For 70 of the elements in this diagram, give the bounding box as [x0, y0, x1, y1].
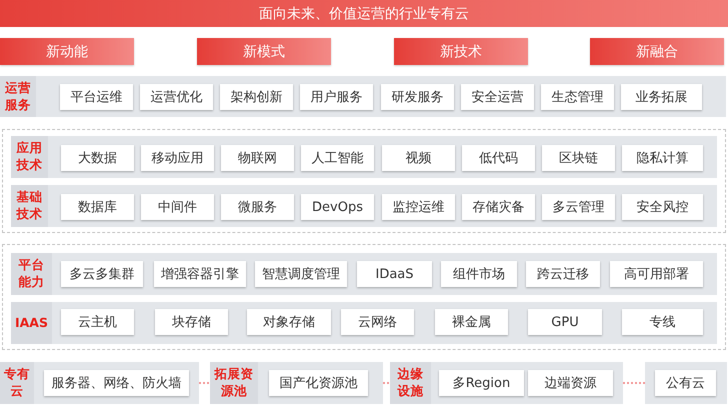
layer-band [0, 76, 726, 117]
capability-tile: 块存储 [155, 309, 228, 335]
capability-tile: 边端资源 [528, 370, 613, 396]
capability-tile: 低代码 [462, 145, 535, 171]
capability-tile: 人工智能 [301, 145, 374, 171]
dotted-connector [383, 382, 390, 384]
capability-tile: 存储灾备 [462, 194, 535, 220]
resource-group [645, 362, 727, 404]
capability-tile: IDaaS [357, 261, 432, 287]
capability-tile: 云主机 [61, 309, 134, 335]
capability-tile: 公有云 [655, 370, 716, 396]
capability-tile: 大数据 [61, 145, 134, 171]
layer-band [11, 253, 717, 295]
dotted-connector [199, 382, 210, 384]
capability-tile: 中间件 [141, 194, 214, 220]
capability-tile: 组件市场 [441, 261, 517, 287]
layer-label: 基础技术 [11, 185, 48, 227]
layer-band [11, 136, 717, 178]
layer-label: 边缘设施 [390, 362, 431, 404]
capability-tile: GPU [528, 309, 602, 335]
resource-group [390, 362, 623, 404]
capability-tile: 微服务 [221, 194, 294, 220]
capability-tile: 国产化资源池 [269, 370, 368, 396]
layer-label: 运营服务 [0, 76, 36, 117]
capability-tile: 业务拓展 [621, 84, 702, 110]
dashed-frame [2, 129, 726, 233]
capability-tile: 隐私计算 [622, 145, 703, 171]
capability-tile: 多云管理 [542, 194, 615, 220]
heading-tab: 新动能 [0, 38, 134, 65]
capability-tile: 架构创新 [220, 84, 293, 110]
heading-tab: 新模式 [197, 38, 331, 65]
capability-tile: 用户服务 [300, 84, 373, 110]
resource-group [0, 362, 199, 404]
capability-tile: 专线 [622, 309, 703, 335]
capability-tile: 服务器、网络、防火墙 [44, 370, 189, 396]
capability-tile: 平台运维 [60, 84, 133, 110]
capability-tile: 多Region [439, 370, 524, 396]
dotted-connector [623, 382, 645, 384]
capability-tile: 增强容器引擎 [154, 261, 246, 287]
layer-label: IAAS [11, 302, 52, 344]
capability-tile: 智慧调度管理 [255, 261, 347, 287]
capability-tile: 生态管理 [541, 84, 614, 110]
dashed-frame [2, 244, 726, 350]
heading-tab: 新技术 [394, 38, 528, 65]
resource-group [210, 362, 383, 404]
layer-band [11, 302, 717, 344]
capability-tile: 数据库 [61, 194, 134, 220]
capability-tile: 跨云迁移 [526, 261, 600, 287]
capability-tile: 安全风控 [622, 194, 703, 220]
title-banner: 面向未来、价值运营的行业专有云 [0, 0, 728, 27]
heading-tab: 新融合 [590, 38, 724, 65]
capability-tile: 研发服务 [381, 84, 454, 110]
capability-tile: 裸金属 [435, 309, 508, 335]
capability-tile: 对象存储 [247, 309, 331, 335]
capability-tile: 移动应用 [141, 145, 214, 171]
capability-tile: 视频 [382, 145, 455, 171]
capability-tile: 运营优化 [140, 84, 213, 110]
capability-tile: 区块链 [542, 145, 615, 171]
capability-tile: 云网络 [341, 309, 414, 335]
layer-label: 应用技术 [11, 136, 48, 178]
capability-tile: 监控运维 [382, 194, 455, 220]
layer-band [11, 185, 717, 227]
capability-tile: 高可用部署 [610, 261, 703, 287]
layer-label: 专有云 [0, 362, 34, 404]
layer-label: 平台能力 [11, 253, 52, 295]
capability-tile: 多云多集群 [61, 261, 143, 287]
capability-tile: DevOps [301, 194, 374, 220]
capability-tile: 物联网 [221, 145, 294, 171]
capability-tile: 安全运营 [461, 84, 534, 110]
layer-label: 拓展资源池 [210, 362, 258, 404]
